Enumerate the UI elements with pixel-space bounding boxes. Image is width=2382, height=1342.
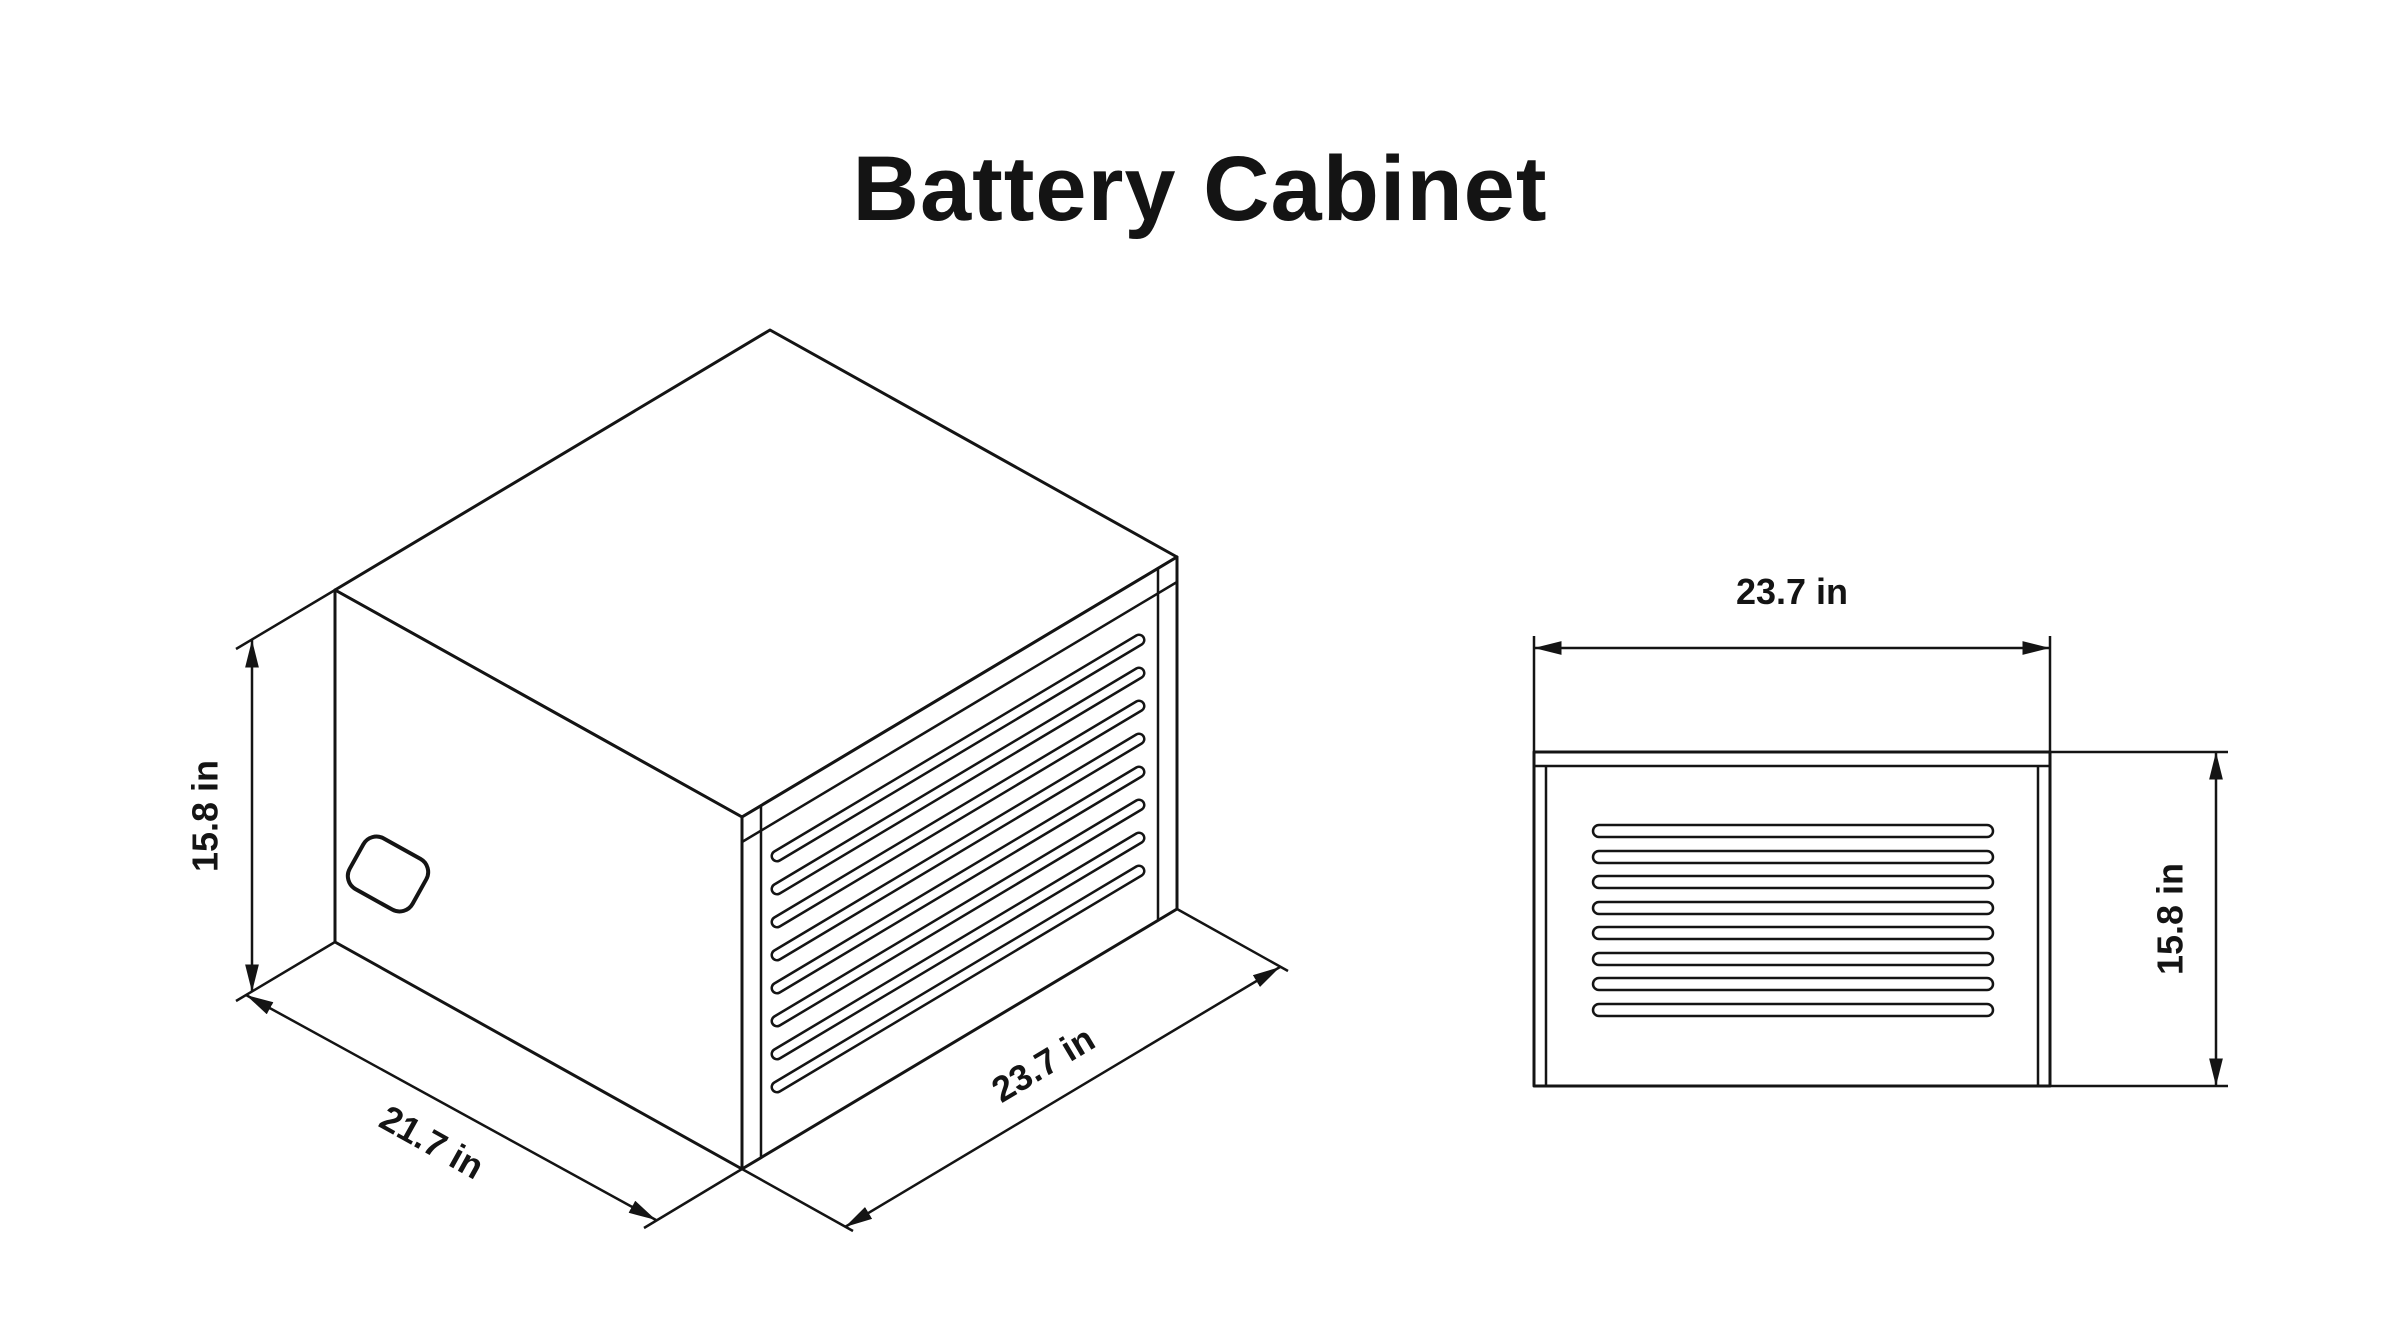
iso-height-label: 15.8 in — [185, 760, 226, 872]
louver-slat — [1591, 976, 1995, 992]
louver-slat — [1591, 849, 1995, 865]
louver-slat — [1591, 874, 1995, 890]
louver-slat — [1591, 951, 1995, 967]
iso-height-dimension: 15.8 in — [185, 588, 336, 1003]
louver-slat — [1591, 823, 1995, 839]
page-title: Battery Cabinet — [853, 138, 1548, 240]
extension-line — [741, 1167, 854, 1233]
front-width-dimension: 23.7 in — [1532, 571, 2052, 752]
iso-width-label: 23.7 in — [984, 1018, 1101, 1111]
louver-slat — [773, 636, 1143, 860]
dimension-line — [844, 965, 1281, 1229]
front-height-dimension: 15.8 in — [2050, 750, 2228, 1088]
iso-front-top-rail — [741, 580, 1178, 844]
front-louvers — [1591, 823, 1995, 1018]
front-height-label: 15.8 in — [2150, 863, 2191, 975]
dimension-line — [245, 993, 657, 1222]
iso-view: 15.8 in 21.7 in 23.7 in — [185, 328, 1289, 1233]
extension-line — [643, 1167, 743, 1230]
louver-slat — [773, 801, 1143, 1025]
iso-depth-label: 21.7 in — [373, 1097, 491, 1187]
louver-slat — [1591, 900, 1995, 916]
front-outline — [1532, 750, 2052, 1088]
iso-handle — [345, 834, 431, 914]
front-view: 23.7 in 15.8 in — [1532, 571, 2228, 1088]
louver-slat — [1591, 925, 1995, 941]
front-width-label: 23.7 in — [1736, 571, 1848, 612]
extension-line — [235, 588, 336, 651]
louver-slat — [773, 669, 1143, 893]
louver-slat — [1591, 1002, 1995, 1018]
louver-slat — [773, 768, 1143, 992]
louver-slat — [773, 735, 1143, 959]
extension-line — [1176, 907, 1289, 973]
louver-slat — [773, 702, 1143, 926]
louver-slat — [773, 834, 1143, 1058]
